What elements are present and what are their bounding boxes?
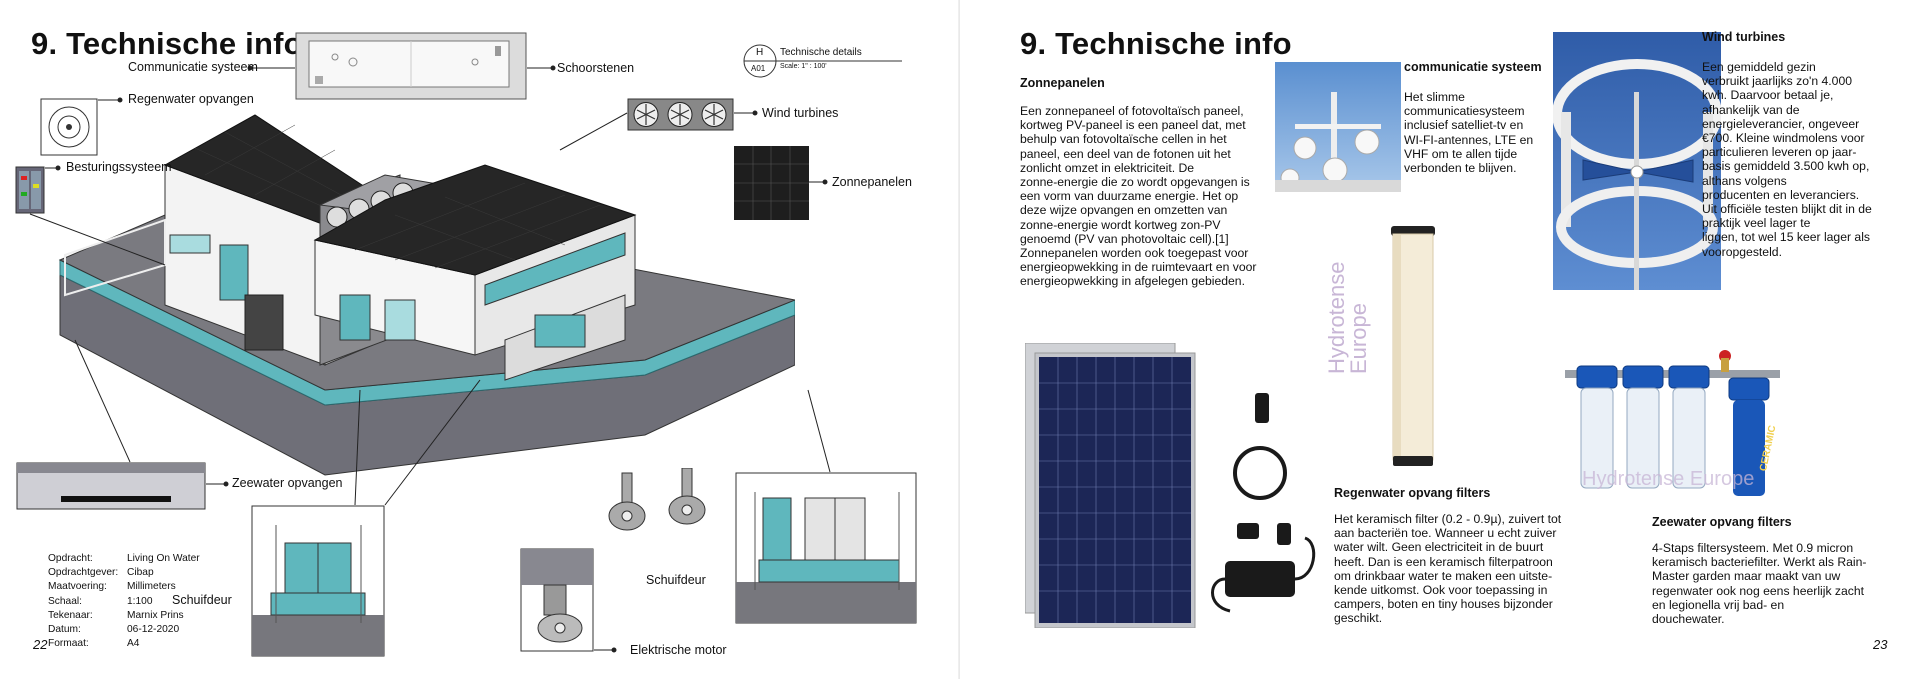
- text-regenwater: Het keramisch filter (0.2 - 0.9µ), zuive…: [1334, 512, 1562, 626]
- label-zeewater: Zeewater opvangen: [232, 476, 343, 490]
- page-title-right: 9. Technische info: [1020, 26, 1292, 61]
- text-communicatie: Het slimme communicatiesysteem inclusief…: [1404, 90, 1534, 176]
- label-zonnepanelen: Zonnepanelen: [832, 175, 912, 189]
- meta-row: Maatvoering:Millimeters: [48, 581, 176, 593]
- text-zonnepanelen: Een zonnepaneel of fotovoltaïsch paneel,…: [1020, 104, 1257, 289]
- solar-panel-drawing: [734, 146, 809, 220]
- label-schuifdeur-1: Schuifdeur: [172, 593, 232, 607]
- communication-mast-photo: [1275, 62, 1401, 192]
- electric-motor-drawing: [520, 548, 594, 652]
- tech-details-stamp: [743, 44, 902, 78]
- tech-details-scale: Scale: 1" : 100': [780, 63, 827, 70]
- meta-row: Schaal:1:100: [48, 595, 153, 607]
- label-schuifdeur-2: Schuifdeur: [646, 573, 706, 587]
- heading-regenwater: Regenwater opvang filters: [1334, 486, 1491, 500]
- heading-wind-turbines: Wind turbines: [1702, 30, 1786, 44]
- filter-brand-watermark: Hydrotense Europe: [1324, 261, 1371, 374]
- meta-row: Opdracht:Living On Water: [48, 553, 200, 564]
- meta-row: Formaat:A4: [48, 638, 140, 650]
- page-number-left: 22: [33, 637, 48, 652]
- page-number-right: 23: [1873, 637, 1888, 652]
- chimney-drawing: [295, 32, 527, 100]
- text-zeewater: 4-Staps filtersysteem. Met 0.9 micron ke…: [1652, 541, 1867, 627]
- heading-zonnepanelen: Zonnepanelen: [1020, 76, 1105, 90]
- tech-circle-top: H: [756, 47, 764, 58]
- heading-communicatie: communicatie systeem: [1404, 60, 1542, 74]
- meta-row: Tekenaar:Marnix Prins: [48, 609, 184, 621]
- sliding-door-drawing-2: [735, 472, 917, 624]
- label-schoorstenen: Schoorstenen: [557, 61, 635, 75]
- rainwater-tank-drawing: [40, 98, 98, 156]
- seawater-filter-photo: [1565, 350, 1780, 496]
- meta-row: Opdrachtgever:Cibap: [48, 567, 154, 579]
- seawater-tank-drawing: [16, 462, 206, 510]
- right-page: 9. Technische info Zonnepanelen Een zonn…: [960, 0, 1920, 679]
- label-regenwater: Regenwater opvangen: [128, 92, 254, 106]
- sliding-door-drawing-1: [251, 505, 385, 657]
- tech-circle-bottom: A01: [751, 64, 766, 73]
- left-page: 9. Technische info: [15, 26, 917, 657]
- control-system-drawing: [15, 166, 45, 214]
- drawing-metadata: Opdracht:Living On Water Opdrachtgever:C…: [48, 552, 200, 651]
- label-besturing: Besturingssysteem: [66, 160, 172, 174]
- ceramic-filter-photo: [1391, 226, 1435, 466]
- wind-turbine-photo: [1553, 32, 1721, 290]
- label-elektrische-motor: Elektrische motor: [630, 643, 727, 657]
- tech-details-title: Technische details: [780, 47, 862, 58]
- houseboat-isometric-drawing: [58, 114, 795, 476]
- solar-panel-kit-photo: [1025, 343, 1316, 628]
- filter-brand-watermark-2: Hydrotense Europe: [1582, 468, 1755, 490]
- page-title-left: 9. Technische info: [31, 26, 303, 61]
- propellers-drawing: [608, 468, 706, 531]
- label-wind-turbines: Wind turbines: [762, 106, 839, 120]
- meta-row: Datum:06-12-2020: [48, 624, 180, 636]
- wind-turbine-drawing: [627, 98, 734, 131]
- text-wind-turbines: Een gemiddeld gezin verbruikt jaarlijks …: [1702, 60, 1872, 259]
- label-communicatie: Communicatie systeem: [128, 60, 258, 74]
- heading-zeewater: Zeewater opvang filters: [1652, 515, 1792, 529]
- leader-lines: [29, 65, 831, 653]
